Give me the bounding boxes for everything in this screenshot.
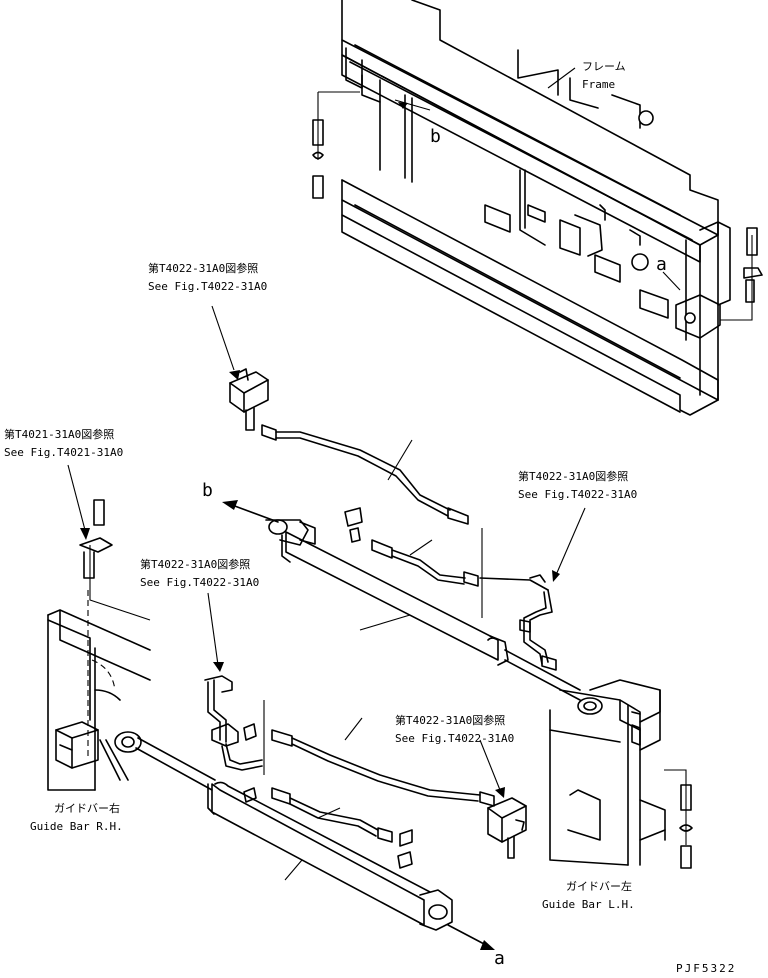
ref-mid-en: See Fig.T4022-31A0 bbox=[140, 576, 260, 589]
upper-valve-and-hose bbox=[211, 305, 469, 525]
ref-top-en: See Fig.T4022-31A0 bbox=[148, 280, 268, 293]
guide-rh-label-jp: ガイドバー右 bbox=[54, 802, 120, 815]
guide-bar-lh bbox=[549, 679, 693, 869]
marker-b-arrow: b bbox=[202, 480, 213, 501]
ref-left-jp: 第T4021-31A0図参照 bbox=[4, 428, 115, 441]
guide-bar-rh bbox=[47, 464, 151, 791]
upper-cylinder bbox=[265, 507, 603, 715]
ref-bottom-en: See Fig.T4022-31A0 bbox=[395, 732, 515, 745]
ref-mid-jp: 第T4022-31A0図参照 bbox=[140, 558, 251, 571]
lower-valve bbox=[479, 739, 527, 859]
frame-label-jp: フレーム bbox=[582, 60, 626, 73]
marker-a-arrow: a bbox=[494, 948, 505, 969]
guide-lh-label-jp: ガイドバー左 bbox=[566, 880, 632, 893]
frame-label-en: Frame bbox=[582, 78, 616, 91]
drawing-code: PJF5322 bbox=[676, 962, 737, 975]
frame-assembly bbox=[312, 0, 763, 416]
ref-right-en: See Fig.T4022-31A0 bbox=[518, 488, 638, 501]
guide-rh-label-en: Guide Bar R.H. bbox=[30, 820, 123, 833]
ref-top-jp: 第T4022-31A0図参照 bbox=[148, 262, 259, 275]
guide-lh-label-en: Guide Bar L.H. bbox=[542, 898, 635, 911]
marker-b-frame: b bbox=[430, 126, 441, 147]
connection-arrows bbox=[222, 500, 495, 950]
ref-right-jp: 第T4022-31A0図参照 bbox=[518, 470, 629, 483]
ref-left-en: See Fig.T4021-31A0 bbox=[4, 446, 124, 459]
lower-cylinder bbox=[114, 731, 453, 931]
middle-fittings-and-hose bbox=[204, 592, 495, 807]
ref-bottom-jp: 第T4022-31A0図参照 bbox=[395, 714, 506, 727]
marker-a-frame: a bbox=[656, 254, 667, 275]
